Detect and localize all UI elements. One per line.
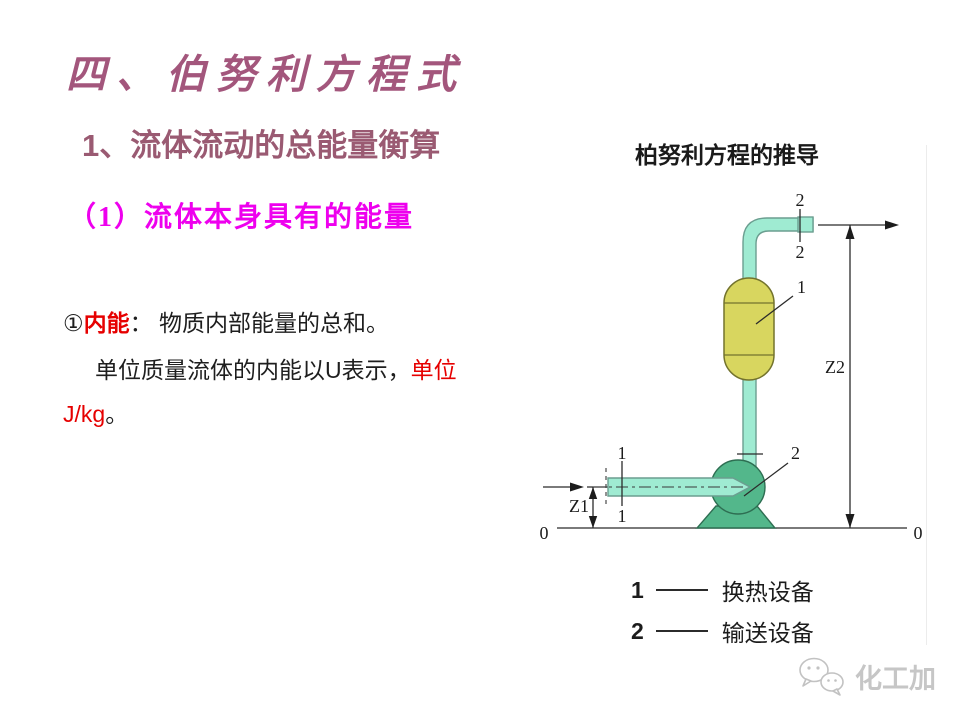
section-heading: （1）流体本身具有的能量: [68, 202, 415, 233]
legend-label-transport-equipment: 输送设备: [721, 620, 814, 646]
legend-item-transport-equipment: 2 输送设备: [631, 614, 814, 648]
line2-text: 单位质量流体的内能以U表示，: [95, 357, 411, 383]
datum-right-label: 0: [914, 523, 923, 543]
bernoulli-derivation-figure: 柏努利方程的推导 Z2: [535, 130, 935, 660]
body-line-2: 单位质量流体的内能以U表示，单位: [95, 351, 457, 385]
pump-number: 2: [791, 443, 800, 463]
z1-dimension: Z1: [569, 487, 598, 528]
period: 。: [105, 401, 129, 427]
datum-left-label: 0: [540, 523, 549, 543]
colon: ：: [129, 310, 153, 336]
legend-item-heat-exchanger: 1 换热设备: [631, 573, 814, 607]
legend-num-1: 1: [631, 576, 644, 603]
vessel-callout: 1: [755, 277, 806, 325]
outflow-arrow: [818, 220, 899, 230]
legend-num-2: 2: [631, 617, 644, 644]
legend-dash: [655, 630, 708, 632]
figure-drawing: Z2 Z1 0: [540, 190, 923, 543]
legend-label-heat-exchanger: 换热设备: [721, 579, 814, 605]
watermark: 化工加: [795, 654, 936, 698]
body-line-1: ①内能： 物质内部能量的总和。: [63, 304, 389, 338]
page-title: 四、伯努利方程式: [66, 52, 466, 97]
section2-top-label: 2: [796, 190, 805, 210]
figure-title: 柏努利方程的推导: [635, 142, 819, 168]
section-1-1-marker: 1 1: [605, 443, 627, 526]
section1-bottom-label: 1: [618, 506, 627, 526]
section1-top-label: 1: [618, 443, 627, 463]
z2-label: Z2: [825, 357, 845, 377]
definition-text: 物质内部能量的总和。: [152, 310, 390, 336]
heat-exchanger-vessel: [723, 277, 775, 381]
body-line-3: J/kg。: [63, 395, 128, 429]
section-2-2-marker: 2 2: [796, 190, 805, 262]
z2-dimension: Z2: [825, 225, 855, 528]
line2-unit-word: 单位: [410, 357, 457, 383]
wechat-bubbles-icon: [799, 657, 844, 696]
figure-right-edge: [926, 145, 927, 645]
pump-callout: 2: [743, 443, 800, 497]
term-internal-energy: 内能: [83, 310, 130, 336]
unit-jkg: J/kg: [63, 401, 106, 427]
vessel-number: 1: [797, 277, 806, 297]
outlet-end-flange: [797, 216, 814, 233]
watermark-text: 化工加: [855, 663, 936, 694]
inlet-pipe: [593, 477, 752, 497]
slide-subtitle: 1、流体流动的总能量衡算: [82, 128, 441, 163]
legend-dash: [655, 589, 708, 591]
z1-label: Z1: [569, 496, 589, 516]
section2-bottom-label: 2: [796, 242, 805, 262]
bullet-circled-1: ①: [63, 310, 84, 336]
